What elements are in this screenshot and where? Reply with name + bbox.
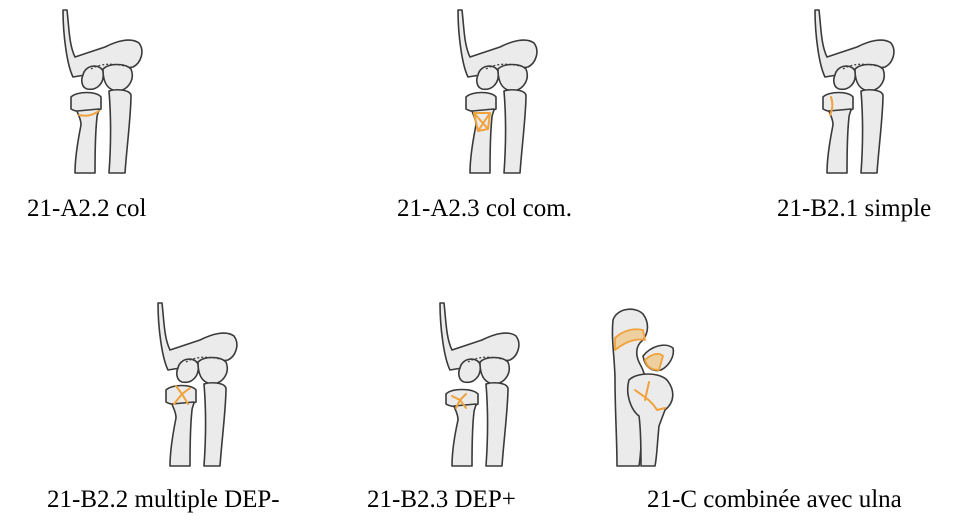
ulna — [861, 90, 883, 173]
trochlea — [103, 65, 132, 92]
radius-shaft — [470, 109, 494, 173]
humerus-shaft — [815, 10, 894, 77]
elbow-xray-drawing — [45, 5, 165, 175]
humerus-shaft — [158, 303, 237, 370]
panel-caption-4: 21-B2.2 multiple DEP- — [47, 487, 280, 512]
ulna — [504, 90, 526, 173]
radius-shaft — [170, 402, 194, 466]
elbow-illustration-head-simple — [797, 5, 917, 175]
elbow-illustration-combined-ulna — [605, 300, 715, 470]
capitulum — [477, 66, 499, 89]
trochlea — [855, 65, 884, 92]
panel-caption-6: 21-C combinée avec ulna — [647, 487, 902, 512]
ulna — [486, 383, 508, 466]
capitulum — [459, 359, 481, 382]
humerus-shaft — [458, 10, 537, 77]
elbow-lateral-drawing — [605, 300, 715, 470]
elbow-xray-drawing — [797, 5, 917, 175]
radius-shaft — [452, 404, 476, 466]
capitulum — [82, 66, 104, 89]
humerus-shaft — [63, 10, 142, 77]
capitulum — [834, 66, 856, 89]
elbow-xray-drawing — [422, 298, 542, 468]
elbow-illustration-neck-comminuted — [440, 5, 560, 175]
capitulum — [177, 359, 199, 382]
ulna — [204, 383, 226, 466]
radius-shaft — [75, 109, 99, 173]
panel-caption-3: 21-B2.1 simple — [777, 196, 931, 221]
trochlea — [480, 358, 509, 385]
elbow-illustration-head-displaced — [422, 298, 542, 468]
radius-shaft — [827, 109, 851, 173]
humerus-shaft — [440, 303, 519, 370]
panel-caption-1: 21-A2.2 col — [27, 196, 146, 221]
trochlea — [198, 358, 227, 385]
trochlea — [498, 65, 527, 92]
elbow-xray-drawing — [440, 5, 560, 175]
elbow-illustration-head-multiple — [140, 298, 260, 468]
panel-caption-5: 21-B2.3 DEP+ — [367, 487, 516, 512]
panel-caption-2: 21-A2.3 col com. — [397, 196, 572, 221]
elbow-illustration-neck-simple — [45, 5, 165, 175]
ulna — [109, 90, 131, 173]
elbow-xray-drawing — [140, 298, 260, 468]
